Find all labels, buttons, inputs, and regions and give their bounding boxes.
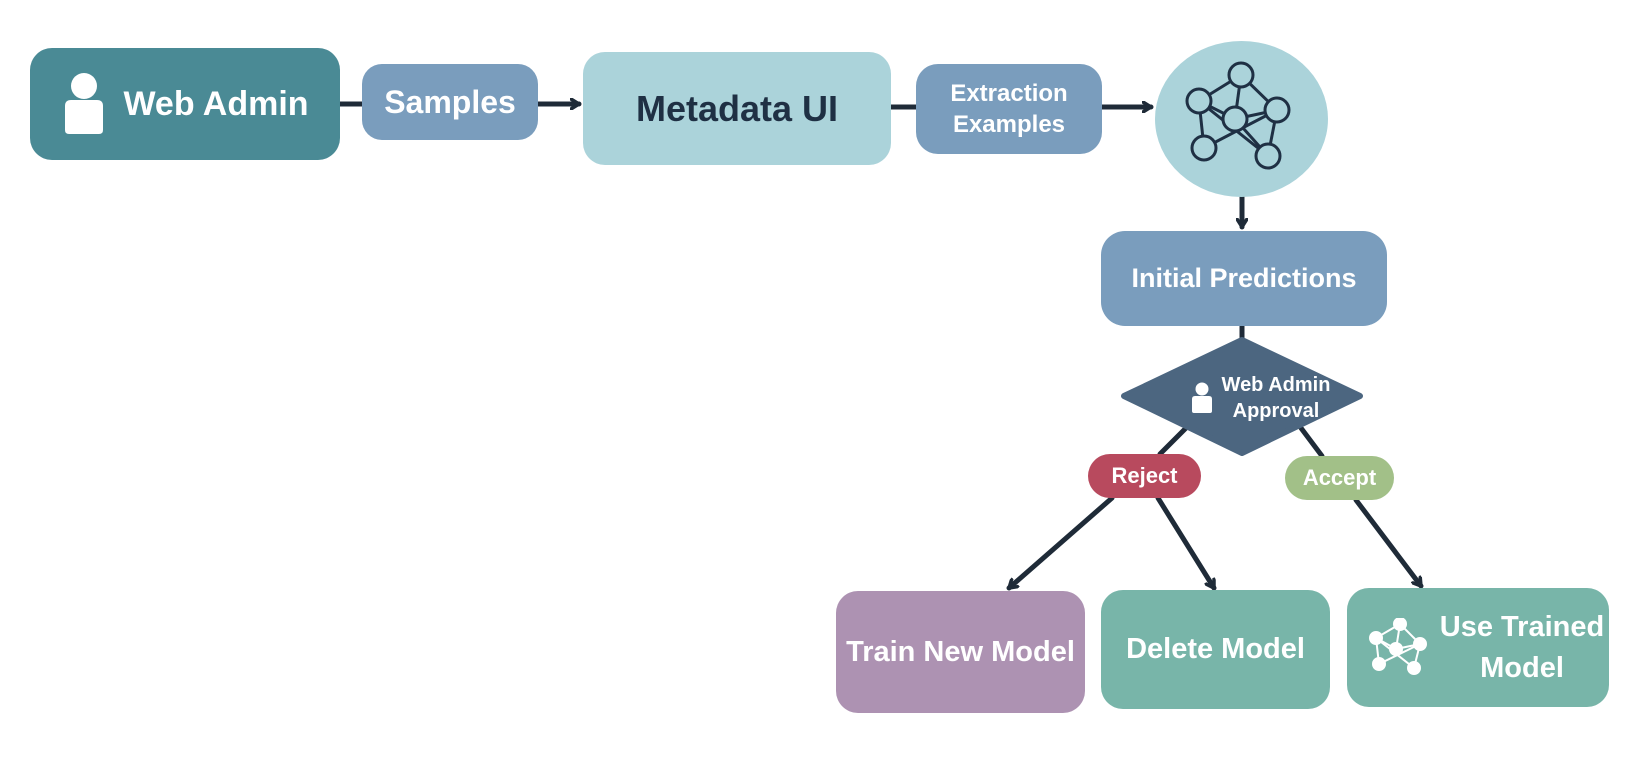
metadata-ui-label: Metadata UI bbox=[635, 87, 839, 129]
reject-label: Reject bbox=[1111, 463, 1178, 488]
edge-approval-reject bbox=[1157, 425, 1189, 457]
approval-node: Web Admin Approval bbox=[1160, 366, 1360, 430]
model-node bbox=[1155, 41, 1328, 197]
delete-model-label: Delete Model bbox=[1126, 633, 1305, 665]
delete-model-node: Delete Model bbox=[1101, 590, 1330, 709]
edge-approval-accept bbox=[1298, 425, 1325, 459]
train-new-model-node: Train New Model bbox=[836, 591, 1085, 713]
metadata-ui-node: Metadata UI bbox=[583, 52, 891, 165]
person-icon bbox=[65, 73, 104, 134]
extraction-examples-label: Extraction Examples bbox=[950, 79, 1068, 138]
approval-label: Web Admin Approval bbox=[1221, 374, 1331, 422]
reject-node: Reject bbox=[1088, 454, 1201, 498]
web-admin-label: Web Admin bbox=[123, 84, 309, 123]
samples-node: Samples bbox=[362, 64, 538, 140]
accept-node: Accept bbox=[1285, 456, 1394, 500]
network-icon bbox=[1368, 617, 1427, 675]
network-icon bbox=[1185, 61, 1290, 170]
initial-predictions-node: Initial Predictions bbox=[1101, 231, 1387, 326]
initial-predictions-label: Initial Predictions bbox=[1131, 263, 1357, 293]
use-trained-model-node: Use Trained Model bbox=[1347, 588, 1609, 707]
use-trained-model-label: Use Trained Model bbox=[1439, 610, 1605, 684]
approval-diamond bbox=[1121, 337, 1363, 456]
samples-label: Samples bbox=[384, 83, 516, 120]
extraction-examples-node: Extraction Examples bbox=[916, 64, 1102, 154]
train-new-model-label: Train New Model bbox=[846, 635, 1075, 668]
person-icon bbox=[1191, 382, 1212, 413]
accept-label: Accept bbox=[1302, 465, 1377, 490]
web-admin-node: Web Admin bbox=[30, 48, 340, 160]
edge-reject-delete bbox=[1155, 495, 1217, 591]
edge-reject-train bbox=[1006, 495, 1115, 591]
edge-accept-use bbox=[1353, 497, 1424, 589]
